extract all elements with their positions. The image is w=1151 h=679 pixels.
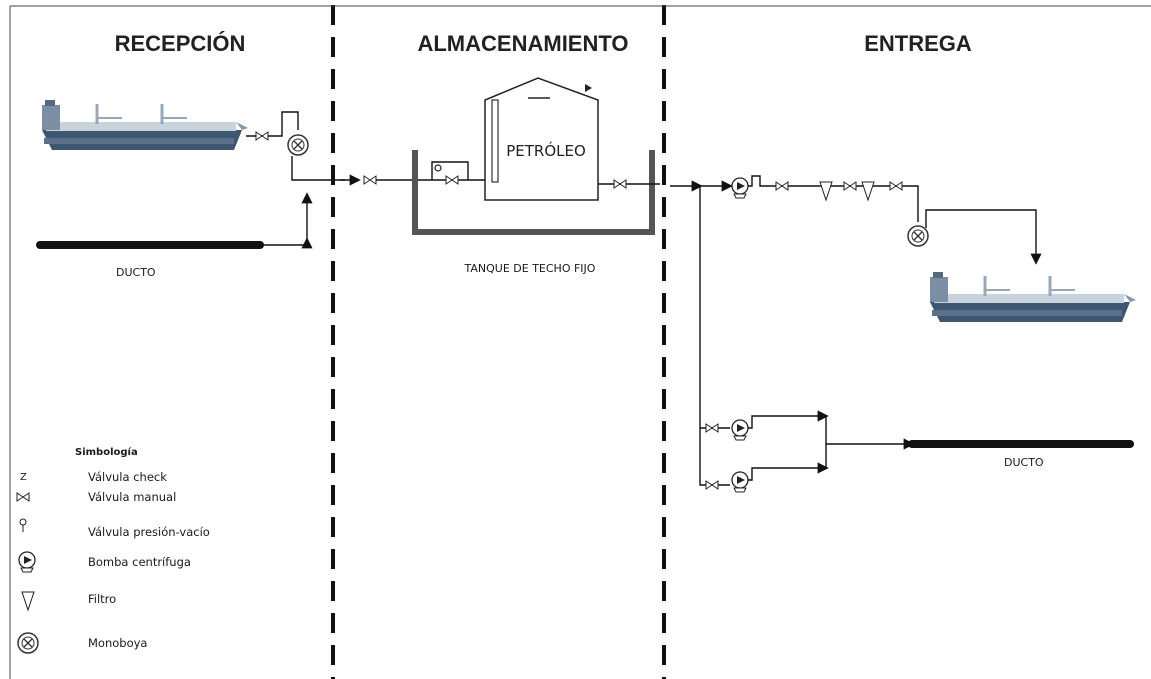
manual-valve-icon <box>843 181 857 191</box>
pressure-vacuum-valve-icon <box>19 518 27 532</box>
manual-valve-icon <box>363 175 377 185</box>
legend-item-label: Válvula check <box>88 470 167 484</box>
monobuoy-icon <box>287 134 309 156</box>
centrifugal-pump-icon <box>731 177 749 199</box>
manual-valve-icon <box>255 131 269 141</box>
monobuoy-icon <box>907 225 929 247</box>
tank-containment-dike <box>412 150 655 235</box>
filter-icon <box>819 181 833 201</box>
filter-icon <box>861 181 875 201</box>
legend-item-label: Bomba centrífuga <box>88 555 191 569</box>
tank-type-label: TANQUE DE TECHO FIJO <box>464 262 596 275</box>
legend-title: Simbología <box>75 446 138 458</box>
pressure-vacuum-valve-icon <box>434 164 442 172</box>
delivery-ship-icon <box>928 270 1138 324</box>
centrifugal-pump-icon <box>731 471 749 493</box>
tank-level-gauge <box>491 99 499 183</box>
legend-item-label: Válvula manual <box>88 490 176 504</box>
duct-out-label: DUCTO <box>1004 456 1044 469</box>
receiving-ship-icon <box>40 98 250 152</box>
manual-valve-icon <box>613 179 627 189</box>
centrifugal-pump-icon <box>18 551 36 573</box>
section-storage-title: ALMACENAMIENTO <box>417 31 628 56</box>
legend-item-label: Monoboya <box>88 636 147 650</box>
manual-valve-icon <box>775 181 789 191</box>
legend-item-label: Válvula presión-vacío <box>88 525 210 539</box>
roof-flag <box>585 84 592 92</box>
manual-valve-icon <box>705 480 719 490</box>
manual-valve-icon <box>705 423 719 433</box>
tank-content-label: PETRÓLEO <box>506 141 586 160</box>
monobuoy-icon <box>17 632 39 654</box>
fixed-roof-tank <box>484 77 599 201</box>
manual-valve-icon <box>889 181 903 191</box>
filter-icon <box>21 591 35 611</box>
section-reception-title: RECEPCIÓN <box>115 31 246 56</box>
manual-valve-icon <box>445 175 459 185</box>
duct-in-label: DUCTO <box>116 266 156 279</box>
centrifugal-pump-icon <box>731 419 749 441</box>
legend-item-label: Filtro <box>88 592 116 606</box>
manual-valve-icon <box>16 492 30 502</box>
section-delivery-title: ENTREGA <box>864 31 972 56</box>
check-valve-icon: Z <box>20 472 27 483</box>
